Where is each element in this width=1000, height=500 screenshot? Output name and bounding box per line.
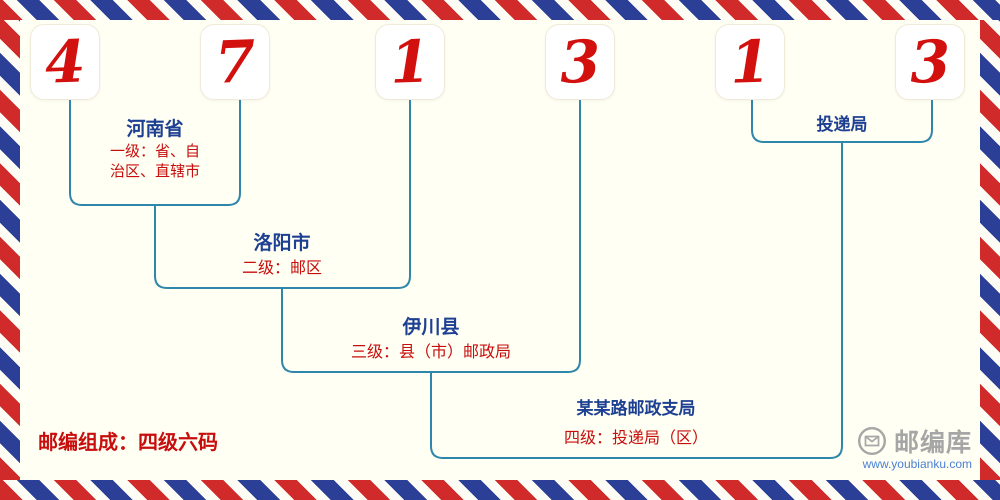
digit-box-6: 3 <box>895 24 965 100</box>
delivery-office-label: 投递局 <box>816 115 868 134</box>
digit-box-4: 3 <box>545 24 615 100</box>
brand-logo: 邮编库 <box>857 423 972 459</box>
level-4-desc: 四级：投递局（区） <box>563 430 708 447</box>
level-2-desc: 二级：邮区 <box>241 260 322 277</box>
level-2-place: 洛阳市 <box>253 233 311 254</box>
digit-3: 1 <box>388 27 432 97</box>
digit-box-2: 7 <box>200 24 270 100</box>
website-link[interactable]: www.youbianku.com <box>862 457 972 471</box>
airmail-border-left <box>0 20 20 480</box>
digit-box-3: 1 <box>375 24 445 100</box>
brand-name: 邮编库 <box>893 429 972 457</box>
level-3-desc: 三级：县（市）邮政局 <box>350 344 511 361</box>
level-4-place: 某某路邮政支局 <box>576 399 696 418</box>
digit-4: 3 <box>558 27 602 97</box>
digit-box-1: 4 <box>30 24 100 100</box>
airmail-border-top <box>0 0 1000 20</box>
level-3-place: 伊川县 <box>402 317 460 338</box>
level-1-place: 河南省 <box>126 119 184 140</box>
composition-note: 邮编组成：四级六码 <box>38 432 218 454</box>
envelope-in-circle-icon <box>857 426 887 456</box>
digit-2: 7 <box>213 27 257 97</box>
digit-5: 1 <box>728 27 772 97</box>
airmail-border-bottom <box>0 480 1000 500</box>
airmail-border-right <box>980 20 1000 480</box>
digit-1: 4 <box>43 27 87 97</box>
digit-box-5: 1 <box>715 24 785 100</box>
digit-6: 3 <box>908 27 952 97</box>
level-1-desc: 一级：省、自治区、直辖市 <box>109 143 200 181</box>
